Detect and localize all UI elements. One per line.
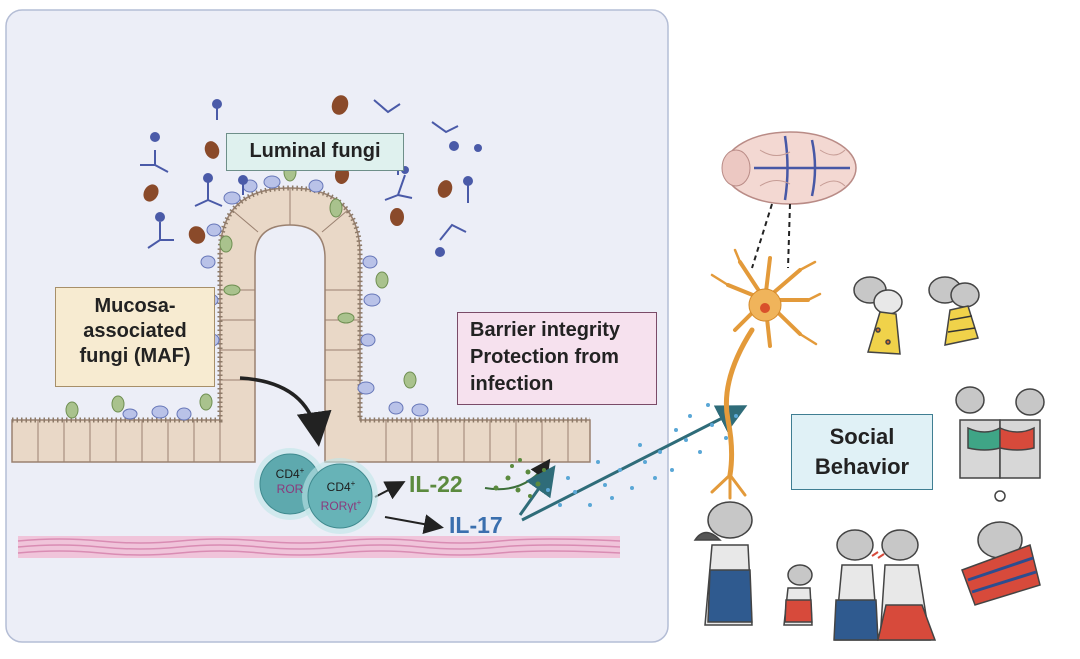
maf-text-line3: fungi (MAF) bbox=[79, 345, 191, 367]
t-cell-front-label: CD4+ RORγt+ bbox=[312, 476, 370, 514]
t-cell-icon bbox=[254, 448, 378, 534]
il22-particles bbox=[493, 458, 546, 498]
maf-text-line2: associated bbox=[83, 320, 187, 342]
tissue-band bbox=[17, 536, 621, 558]
social-text-line1: Social bbox=[829, 424, 895, 449]
t-cell-back-line1: CD4 bbox=[275, 467, 300, 481]
t-cell-back-line2: ROR bbox=[276, 482, 304, 496]
superscript-plus: + bbox=[299, 466, 305, 475]
il17-to-barrier-arrow bbox=[518, 465, 556, 516]
tcell-to-il17-arrow bbox=[384, 514, 444, 534]
barrier-text-line2: Protection from bbox=[470, 346, 619, 368]
il22-label: IL-22 bbox=[409, 471, 463, 497]
maf-text-line1: Mucosa- bbox=[94, 295, 176, 317]
barrier-label: Barrier integrity Protection from infect… bbox=[457, 312, 657, 405]
il17-to-neuron-arrow bbox=[521, 405, 748, 522]
brain-icon bbox=[721, 131, 857, 205]
superscript-plus: + bbox=[356, 498, 362, 507]
t-cell-back-label: CD4+ ROR bbox=[268, 463, 312, 497]
epithelium-villus bbox=[11, 185, 591, 463]
il17-label: IL-17 bbox=[449, 512, 503, 538]
il17-particles bbox=[546, 403, 738, 507]
social-behavior-label: Social Behavior bbox=[791, 414, 933, 490]
t-cell-front-line2: RORγt bbox=[320, 499, 357, 513]
superscript-plus: + bbox=[350, 479, 356, 488]
luminal-fungi-text: Luminal fungi bbox=[249, 140, 381, 162]
maf-label: Mucosa- associated fungi (MAF) bbox=[55, 287, 215, 387]
barrier-text-line3: infection bbox=[470, 373, 554, 395]
neuron-icon bbox=[710, 248, 822, 500]
t-cell-front-line1: CD4 bbox=[326, 480, 351, 494]
mucosa-associated-fungi bbox=[65, 162, 429, 421]
mouse-illustration bbox=[693, 276, 1045, 641]
brain-link-right bbox=[787, 203, 791, 269]
social-text-line2: Behavior bbox=[814, 454, 910, 479]
brain-link-left bbox=[751, 203, 773, 269]
luminal-fungi-label: Luminal fungi bbox=[226, 133, 404, 171]
barrier-text-line1: Barrier integrity bbox=[470, 319, 621, 341]
maf-to-tcell-arrow bbox=[239, 376, 332, 447]
tcell-to-il22-arrow bbox=[374, 481, 406, 500]
